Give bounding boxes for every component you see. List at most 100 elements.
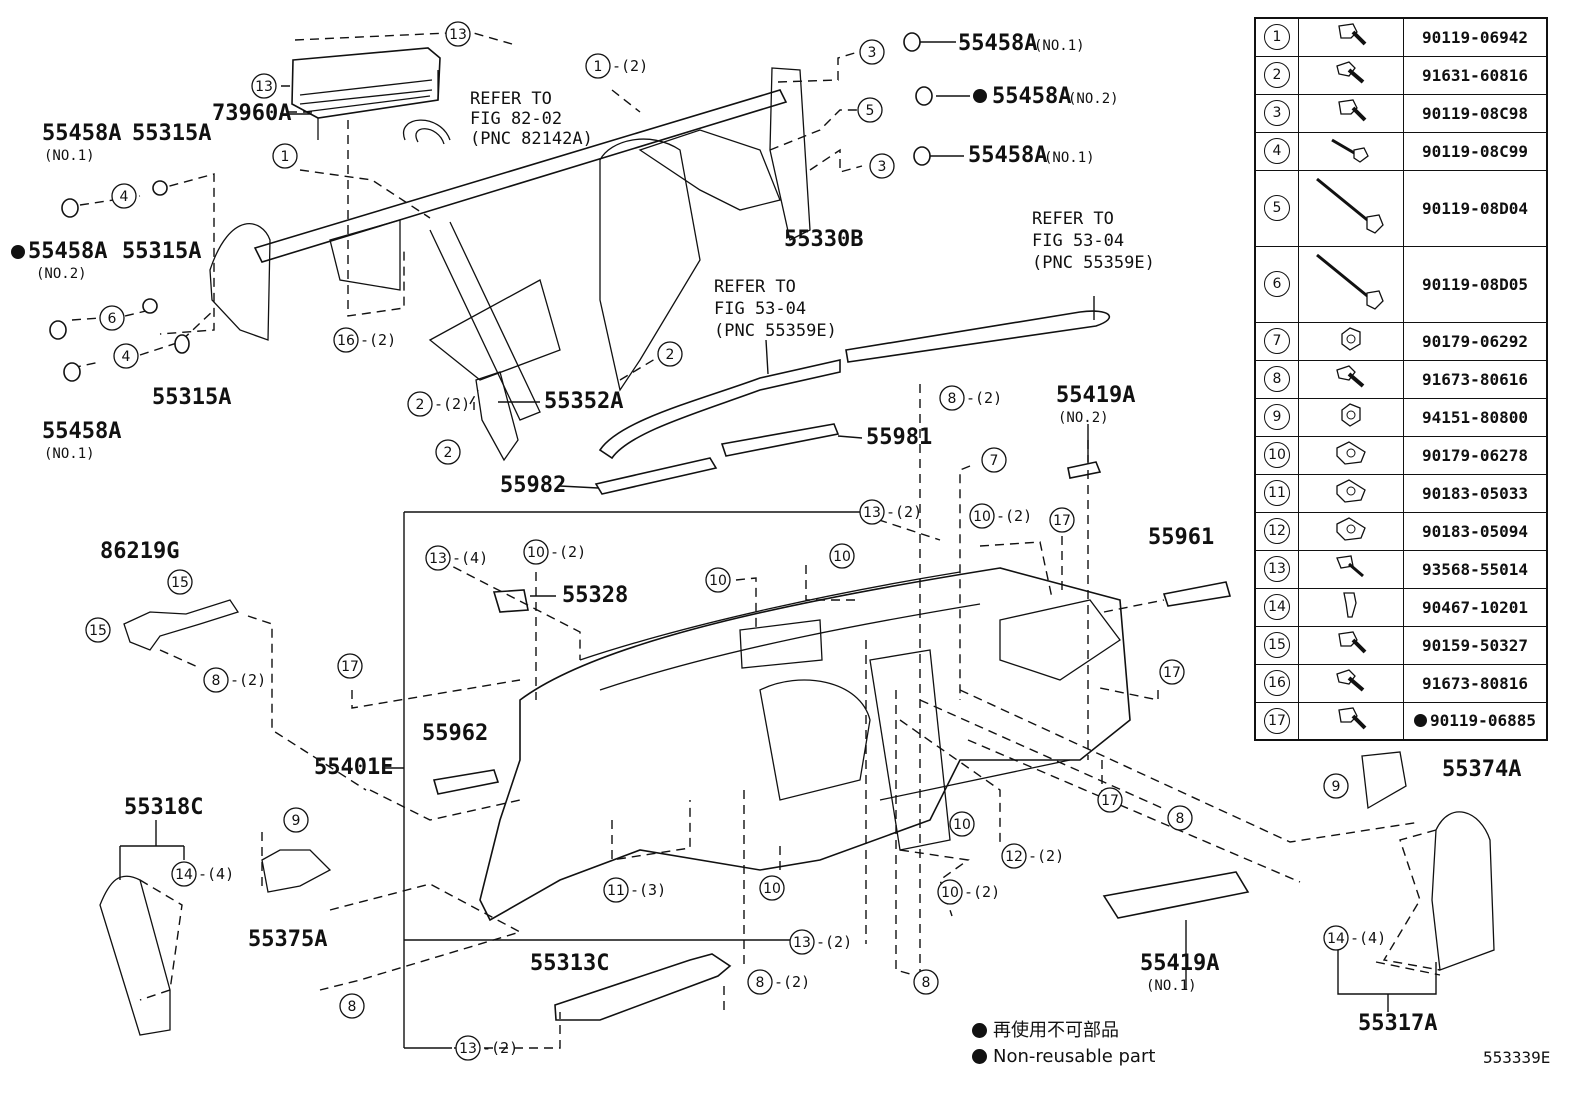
callout-9: 9 bbox=[283, 807, 309, 833]
ref-number: 1 bbox=[1264, 24, 1290, 51]
callout-circle bbox=[113, 343, 139, 369]
label-55419A: 55419A bbox=[1056, 383, 1135, 408]
callout-circle bbox=[167, 569, 193, 595]
parts-table-row: 5 90119-08D04 bbox=[1254, 169, 1548, 247]
callout-number: 13 bbox=[255, 79, 273, 95]
bolt-extra-long-icon bbox=[1298, 245, 1404, 323]
callout-number: 9 bbox=[1332, 779, 1341, 795]
callout-8: 8-(2) bbox=[939, 385, 1002, 411]
bolt-hex-icon bbox=[1298, 359, 1404, 399]
callout-number: 17 bbox=[1053, 513, 1071, 529]
callout-circle bbox=[339, 993, 365, 1019]
label-refer-82: (PNC 82142A) bbox=[470, 129, 593, 149]
callout-number: 10 bbox=[941, 885, 959, 901]
ref-cell: 5 bbox=[1254, 169, 1299, 247]
callout-quantity: -(2) bbox=[996, 507, 1032, 525]
callout-circle bbox=[1323, 925, 1349, 951]
callout-1: 1-(2) bbox=[585, 53, 648, 79]
callout-number: 10 bbox=[763, 881, 781, 897]
part-number: 90119-08D05 bbox=[1422, 274, 1528, 294]
ref-number: 16 bbox=[1264, 670, 1290, 696]
bracket-55317A bbox=[1337, 948, 1437, 1012]
callout-circle bbox=[747, 969, 773, 995]
callout-4: 4 bbox=[113, 343, 139, 369]
callout-circle bbox=[203, 667, 229, 693]
non-reusable-dot bbox=[973, 89, 987, 103]
label-55313C: 55313C bbox=[530, 951, 609, 976]
ref-number: 11 bbox=[1264, 480, 1290, 506]
callout-circle bbox=[272, 143, 298, 169]
defroster-duct-shape bbox=[598, 359, 841, 460]
ref-cell: 16 bbox=[1254, 663, 1299, 703]
label-refer-53: (PNC 55359E) bbox=[1032, 253, 1155, 273]
callout-quantity: -(4) bbox=[1350, 929, 1386, 947]
vent-55962-shape bbox=[432, 769, 500, 795]
callout-circle bbox=[1049, 507, 1075, 533]
callout-quantity: -(2) bbox=[230, 671, 266, 689]
callout-number: 15 bbox=[89, 623, 107, 639]
callout-circle bbox=[969, 503, 995, 529]
ref-cell: 7 bbox=[1254, 321, 1299, 361]
callout-8: 8-(2) bbox=[747, 969, 810, 995]
callout-number: 16 bbox=[337, 333, 355, 349]
part-number: 90183-05033 bbox=[1422, 483, 1528, 503]
pad-55419A-no1-shape bbox=[1102, 871, 1250, 919]
ref-number: 9 bbox=[1264, 404, 1290, 430]
callout-circle bbox=[171, 861, 197, 887]
callout-6: 6 bbox=[99, 305, 125, 331]
label-55458A: 55458A bbox=[42, 419, 121, 444]
callout-circle bbox=[407, 391, 433, 417]
part-number: 91673-80816 bbox=[1422, 673, 1528, 693]
label-55982: 55982 bbox=[500, 473, 566, 498]
callout-number: 13 bbox=[863, 505, 881, 521]
label-55330B: 55330B bbox=[784, 227, 863, 252]
callout-number: 6 bbox=[108, 311, 117, 327]
callout-number: 1 bbox=[594, 59, 603, 75]
callout-circle bbox=[759, 875, 785, 901]
ref-cell: 6 bbox=[1254, 245, 1299, 323]
label-55458A: 55458A bbox=[42, 121, 121, 146]
label-leaders bbox=[280, 41, 1187, 990]
ref-cell: 15 bbox=[1254, 625, 1299, 665]
callout-number: 8 bbox=[922, 975, 931, 991]
callout-quantity: -(3) bbox=[630, 881, 666, 899]
defroster-duct-shape-2 bbox=[845, 310, 1110, 363]
parts-table-row: 6 90119-08D05 bbox=[1254, 245, 1548, 323]
label-55458A: 55458A bbox=[28, 239, 107, 264]
bolt-flange-icon bbox=[1298, 625, 1404, 665]
callout-circle bbox=[1323, 773, 1349, 799]
parts-table-row: 11 90183-05033 bbox=[1254, 473, 1548, 513]
callout-circle bbox=[603, 877, 629, 903]
part-number-cell: 90119-08D04 bbox=[1403, 169, 1548, 247]
part-number: 90179-06278 bbox=[1422, 445, 1528, 465]
callout-5: 5 bbox=[857, 97, 883, 123]
legend-text-japanese: 再使用不可部品 bbox=[993, 1020, 1119, 1041]
ref-number: 6 bbox=[1264, 271, 1290, 297]
callout-number: 3 bbox=[868, 45, 877, 61]
callout-number: 5 bbox=[866, 103, 875, 119]
callout-17: 17 bbox=[1049, 507, 1075, 533]
legend-row-english: Non-reusable part bbox=[972, 1044, 1155, 1070]
ref-number: 7 bbox=[1264, 328, 1290, 354]
label-55419A: 55419A bbox=[1140, 951, 1219, 976]
callout-number: 13 bbox=[449, 27, 467, 43]
bolt-flange-icon bbox=[1298, 17, 1404, 57]
callout-7: 7 bbox=[981, 447, 1007, 473]
nozzle-55981-shape bbox=[720, 423, 840, 457]
callout-circle bbox=[251, 73, 277, 99]
part-number-cell: 91673-80616 bbox=[1403, 359, 1548, 399]
instrument-panel-shape bbox=[479, 567, 1131, 922]
part-number: 90119-06885 bbox=[1430, 711, 1536, 731]
label-55315A: 55315A bbox=[152, 385, 231, 410]
callout-number: 13 bbox=[793, 935, 811, 951]
push-clip-icon bbox=[1298, 587, 1404, 627]
bracket-86219G-shape bbox=[123, 599, 240, 651]
callout-10: 10 bbox=[949, 811, 975, 837]
ref-number: 4 bbox=[1264, 138, 1290, 164]
callout-13: 13-(2) bbox=[789, 929, 852, 955]
